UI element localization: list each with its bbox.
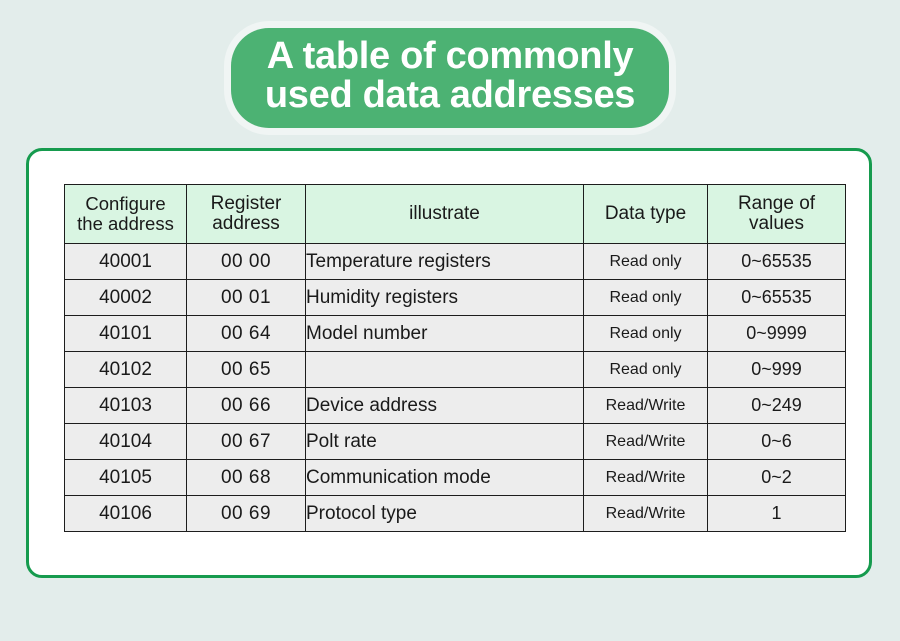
table-row: 40106 00 69 Protocol type Read/Write 1 [64,495,846,532]
cell-configure-address: 40001 [64,243,187,280]
cell-register-address: 00 69 [186,495,306,532]
table-row: 40105 00 68 Communication mode Read/Writ… [64,459,846,496]
column-header-illustrate-line1: illustrate [409,202,480,224]
title-line-2: used data addresses [264,73,636,116]
column-header-data-type-line1: Data type [604,202,687,224]
cell-range-of-values: 0~9999 [707,315,846,352]
cell-register-address: 00 67 [186,423,306,460]
address-table: Configure the address Register address i… [64,184,846,532]
cell-illustrate: Protocol type [305,495,584,532]
table-header-row: Configure the address Register address i… [64,184,846,244]
cell-register-address: 00 66 [186,387,306,424]
address-table-container: Configure the address Register address i… [64,184,846,532]
column-header-illustrate: illustrate [305,184,584,244]
cell-illustrate: Communication mode [305,459,584,496]
cell-range-of-values: 0~6 [707,423,846,460]
cell-data-type: Read only [583,351,708,388]
cell-illustrate: Temperature registers [305,243,584,280]
cell-illustrate: Humidity registers [305,279,584,316]
cell-data-type: Read/Write [583,423,708,460]
cell-register-address: 00 00 [186,243,306,280]
cell-configure-address: 40101 [64,315,187,352]
title-banner: A table of commonly used data addresses [0,28,900,128]
cell-illustrate: Model number [305,315,584,352]
cell-illustrate [305,351,584,388]
column-header-register-address: Register address [186,184,306,244]
cell-illustrate: Device address [305,387,584,424]
column-header-register-address-line2: address [212,213,280,234]
column-header-configure-address: Configure the address [64,184,187,244]
title-pill: A table of commonly used data addresses [230,28,670,128]
cell-data-type: Read/Write [583,459,708,496]
cell-configure-address: 40103 [64,387,187,424]
cell-range-of-values: 0~65535 [707,279,846,316]
cell-register-address: 00 65 [186,351,306,388]
column-header-configure-address-line1: Configure [85,193,166,215]
table-row: 40102 00 65 Read only 0~999 [64,351,846,388]
cell-configure-address: 40106 [64,495,187,532]
cell-data-type: Read only [583,279,708,316]
cell-data-type: Read only [583,315,708,352]
cell-configure-address: 40102 [64,351,187,388]
cell-register-address: 00 64 [186,315,306,352]
column-header-range-of-values-line1: Range of [737,192,816,214]
column-header-range-of-values-line2: values [749,213,804,234]
cell-configure-address: 40104 [64,423,187,460]
cell-register-address: 00 01 [186,279,306,316]
cell-register-address: 00 68 [186,459,306,496]
cell-range-of-values: 0~999 [707,351,846,388]
cell-data-type: Read/Write [583,495,708,532]
table-header: Configure the address Register address i… [64,184,846,244]
cell-range-of-values: 0~65535 [707,243,846,280]
cell-illustrate: Polt rate [305,423,584,460]
table-row: 40103 00 66 Device address Read/Write 0~… [64,387,846,424]
cell-range-of-values: 0~2 [707,459,846,496]
column-header-configure-address-line2: the address [77,213,174,234]
table-row: 40104 00 67 Polt rate Read/Write 0~6 [64,423,846,460]
column-header-data-type: Data type [583,184,708,244]
cell-data-type: Read only [583,243,708,280]
column-header-register-address-line1: Register [210,192,282,214]
table-row: 40002 00 01 Humidity registers Read only… [64,279,846,316]
column-header-range-of-values: Range of values [707,184,846,244]
cell-range-of-values: 1 [707,495,846,532]
cell-range-of-values: 0~249 [707,387,846,424]
cell-configure-address: 40002 [64,279,187,316]
title-line-1: A table of commonly [266,35,634,77]
table-row: 40101 00 64 Model number Read only 0~999… [64,315,846,352]
table-row: 40001 00 00 Temperature registers Read o… [64,243,846,280]
cell-data-type: Read/Write [583,387,708,424]
cell-configure-address: 40105 [64,459,187,496]
table-body: 40001 00 00 Temperature registers Read o… [64,243,846,532]
